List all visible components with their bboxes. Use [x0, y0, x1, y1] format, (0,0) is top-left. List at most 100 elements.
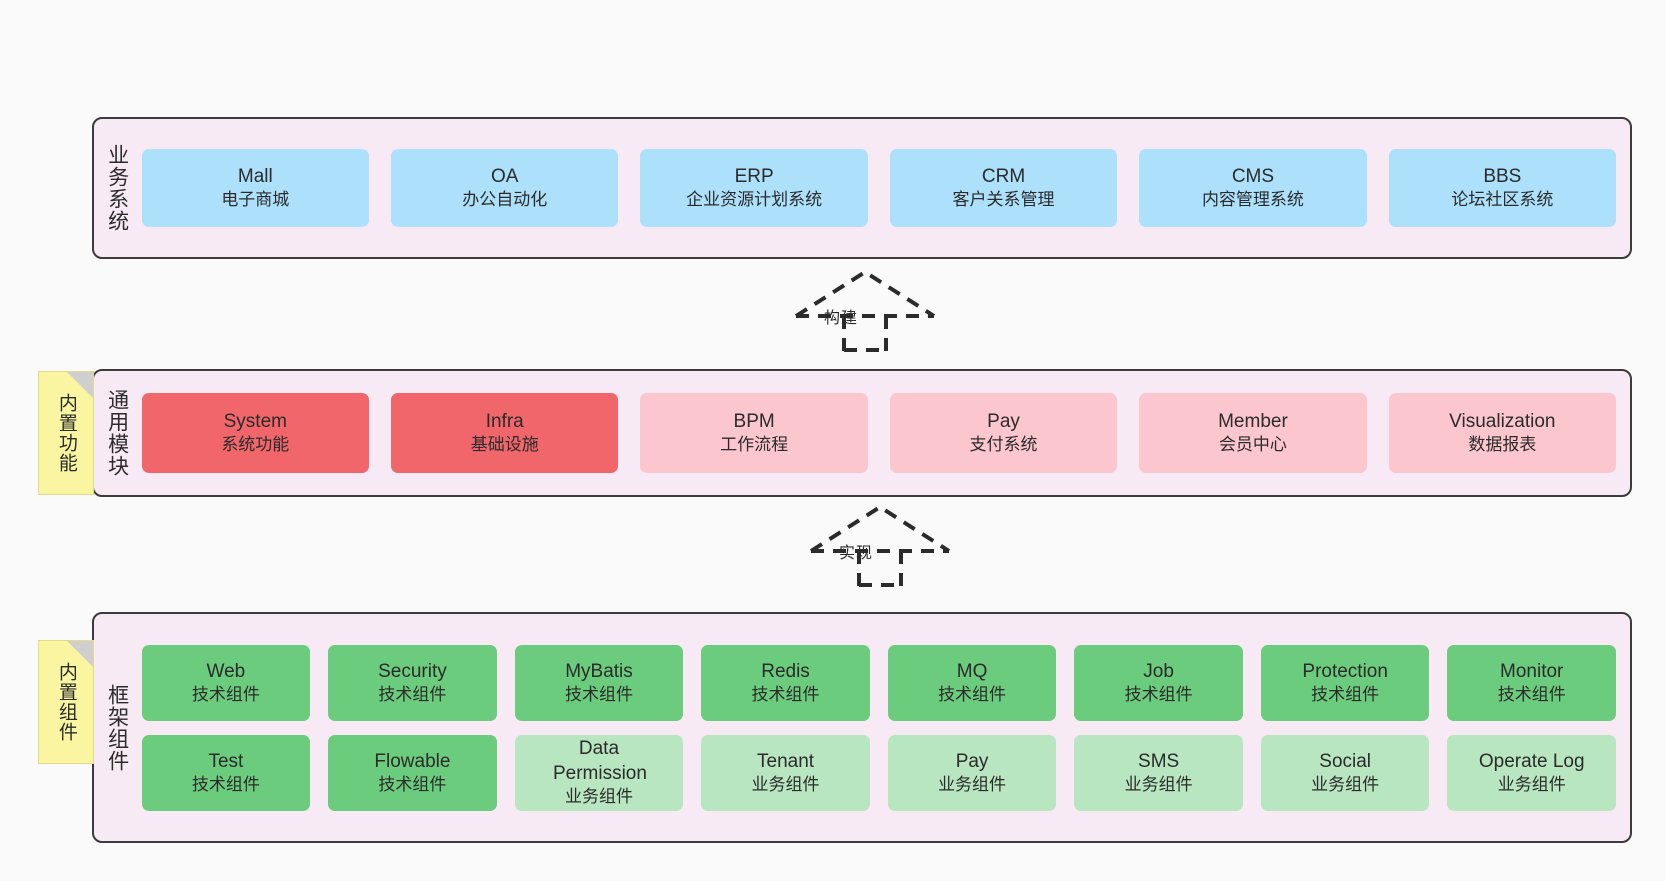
node-pay-module-cn: 支付系统 [969, 435, 1038, 455]
node-pay-component[interactable]: Pay 业务组件 [887, 734, 1057, 811]
node-infra[interactable]: Infra 基础设施 [391, 393, 619, 473]
node-mq-cn: 技术组件 [938, 684, 1007, 704]
node-erp-cn: 企业资源计划系统 [686, 190, 823, 210]
node-flowable-en: Flowable [374, 750, 451, 772]
framework-row-technical: Web 技术组件 Security 技术组件 MyBatis 技术组件 Redi… [141, 644, 1616, 721]
node-operate-log-en: Operate Log [1478, 750, 1585, 772]
node-system-en: System [223, 411, 287, 433]
node-security[interactable]: Security 技术组件 [328, 644, 497, 721]
node-tenant-en: Tenant [757, 750, 815, 772]
layer-framework-component: 框架组件 Web 技术组件 Security 技术组件 MyBatis 技术组件… [92, 612, 1632, 843]
sticky-note-builtin-function-text: 内置功能 [55, 393, 77, 473]
node-visualization-cn: 数据报表 [1468, 435, 1537, 455]
node-bbs-cn: 论坛社区系统 [1451, 190, 1554, 210]
node-flowable[interactable]: Flowable 技术组件 [328, 734, 497, 811]
node-monitor[interactable]: Monitor 技术组件 [1447, 644, 1616, 721]
node-visualization[interactable]: Visualization 数据报表 [1388, 393, 1617, 473]
node-web-en: Web [206, 660, 246, 682]
connector-implement-label: 实现 [839, 545, 874, 562]
node-erp-en: ERP [734, 166, 774, 188]
node-data-permission-en: Data Permission [552, 738, 647, 785]
node-bpm-cn: 工作流程 [720, 435, 789, 455]
node-crm[interactable]: CRM 客户关系管理 [889, 149, 1118, 227]
node-job[interactable]: Job 技术组件 [1074, 644, 1243, 721]
node-security-en: Security [378, 660, 447, 682]
node-mq[interactable]: MQ 技术组件 [887, 644, 1057, 721]
node-crm-cn: 客户关系管理 [952, 190, 1055, 210]
node-protection[interactable]: Protection 技术组件 [1260, 644, 1430, 721]
node-oa-cn: 办公自动化 [462, 190, 548, 210]
layer-body-framework-component: Web 技术组件 Security 技术组件 MyBatis 技术组件 Redi… [136, 614, 1630, 841]
node-job-en: Job [1143, 660, 1174, 682]
node-web-cn: 技术组件 [191, 684, 260, 704]
node-bbs[interactable]: BBS 论坛社区系统 [1388, 149, 1617, 227]
node-monitor-cn: 技术组件 [1497, 684, 1566, 704]
node-visualization-en: Visualization [1449, 411, 1556, 433]
sticky-note-builtin-component-text: 内置组件 [55, 662, 77, 742]
node-sms-en: SMS [1138, 750, 1180, 772]
layer-body-business-system: Mall 电子商城 OA 办公自动化 ERP 企业资源计划系统 CRM 客户关系… [136, 119, 1630, 257]
node-member-cn: 会员中心 [1218, 435, 1287, 455]
node-bbs-en: BBS [1483, 166, 1522, 188]
node-bpm[interactable]: BPM 工作流程 [640, 393, 868, 473]
node-sms-cn: 业务组件 [1124, 774, 1193, 794]
node-oa[interactable]: OA 办公自动化 [391, 149, 619, 227]
layer-body-common-module: System 系统功能 Infra 基础设施 BPM 工作流程 Pay 支付系统… [136, 371, 1630, 495]
node-pay-module[interactable]: Pay 支付系统 [889, 393, 1118, 473]
node-test-en: Test [208, 750, 244, 772]
node-social[interactable]: Social 业务组件 [1260, 734, 1430, 811]
node-sms[interactable]: SMS 业务组件 [1074, 734, 1243, 811]
node-infra-cn: 基础设施 [470, 435, 539, 455]
node-erp[interactable]: ERP 企业资源计划系统 [640, 149, 868, 227]
node-operate-log[interactable]: Operate Log 业务组件 [1447, 734, 1616, 811]
connector-build-label: 构建 [824, 310, 859, 327]
connector-implement: 实现 [805, 503, 955, 587]
sticky-fold-corner-icon [67, 641, 93, 667]
node-mall-en: Mall [237, 166, 273, 188]
node-crm-en: CRM [981, 166, 1026, 188]
node-test[interactable]: Test 技术组件 [141, 734, 311, 811]
node-bpm-en: BPM [733, 411, 775, 433]
node-system-cn: 系统功能 [221, 435, 290, 455]
layer-title-framework-component: 框架组件 [105, 683, 129, 772]
node-monitor-en: Monitor [1500, 660, 1564, 682]
node-social-cn: 业务组件 [1311, 774, 1380, 794]
node-redis-cn: 技术组件 [751, 684, 820, 704]
node-cms[interactable]: CMS 内容管理系统 [1139, 149, 1367, 227]
node-test-cn: 技术组件 [191, 774, 260, 794]
node-web[interactable]: Web 技术组件 [141, 644, 311, 721]
node-mall[interactable]: Mall 电子商城 [141, 149, 370, 227]
node-redis[interactable]: Redis 技术组件 [701, 644, 870, 721]
sticky-note-builtin-component: 内置组件 [38, 640, 94, 764]
node-social-en: Social [1319, 750, 1372, 772]
node-flowable-cn: 技术组件 [378, 774, 447, 794]
node-operate-log-cn: 业务组件 [1497, 774, 1566, 794]
node-mybatis-cn: 技术组件 [564, 684, 633, 704]
layer-title-business-system: 业务系统 [105, 144, 129, 232]
sticky-fold-corner-icon [67, 372, 93, 398]
node-cms-cn: 内容管理系统 [1201, 190, 1304, 210]
node-job-cn: 技术组件 [1124, 684, 1193, 704]
node-mybatis[interactable]: MyBatis 技术组件 [514, 644, 684, 721]
connector-build: 构建 [790, 268, 940, 352]
node-cms-en: CMS [1231, 166, 1275, 188]
node-redis-en: Redis [761, 660, 810, 682]
layer-common-module: 通用模块 System 系统功能 Infra 基础设施 BPM 工作流程 Pay… [92, 369, 1632, 497]
node-security-cn: 技术组件 [378, 684, 447, 704]
node-pay-component-cn: 业务组件 [938, 774, 1007, 794]
node-mall-cn: 电子商城 [221, 190, 290, 210]
node-tenant[interactable]: Tenant 业务组件 [701, 734, 870, 811]
node-oa-en: OA [490, 166, 519, 188]
node-pay-component-en: Pay [955, 750, 989, 772]
node-mq-en: MQ [956, 660, 988, 682]
sticky-note-builtin-function: 内置功能 [38, 371, 94, 495]
layer-title-common-module: 通用模块 [105, 389, 129, 477]
node-data-permission-cn: 业务组件 [564, 787, 633, 807]
node-member[interactable]: Member 会员中心 [1139, 393, 1367, 473]
node-pay-module-en: Pay [987, 411, 1020, 433]
node-mybatis-en: MyBatis [565, 660, 633, 682]
node-system[interactable]: System 系统功能 [141, 393, 370, 473]
node-data-permission[interactable]: Data Permission 业务组件 [514, 734, 684, 811]
node-member-en: Member [1218, 411, 1288, 433]
